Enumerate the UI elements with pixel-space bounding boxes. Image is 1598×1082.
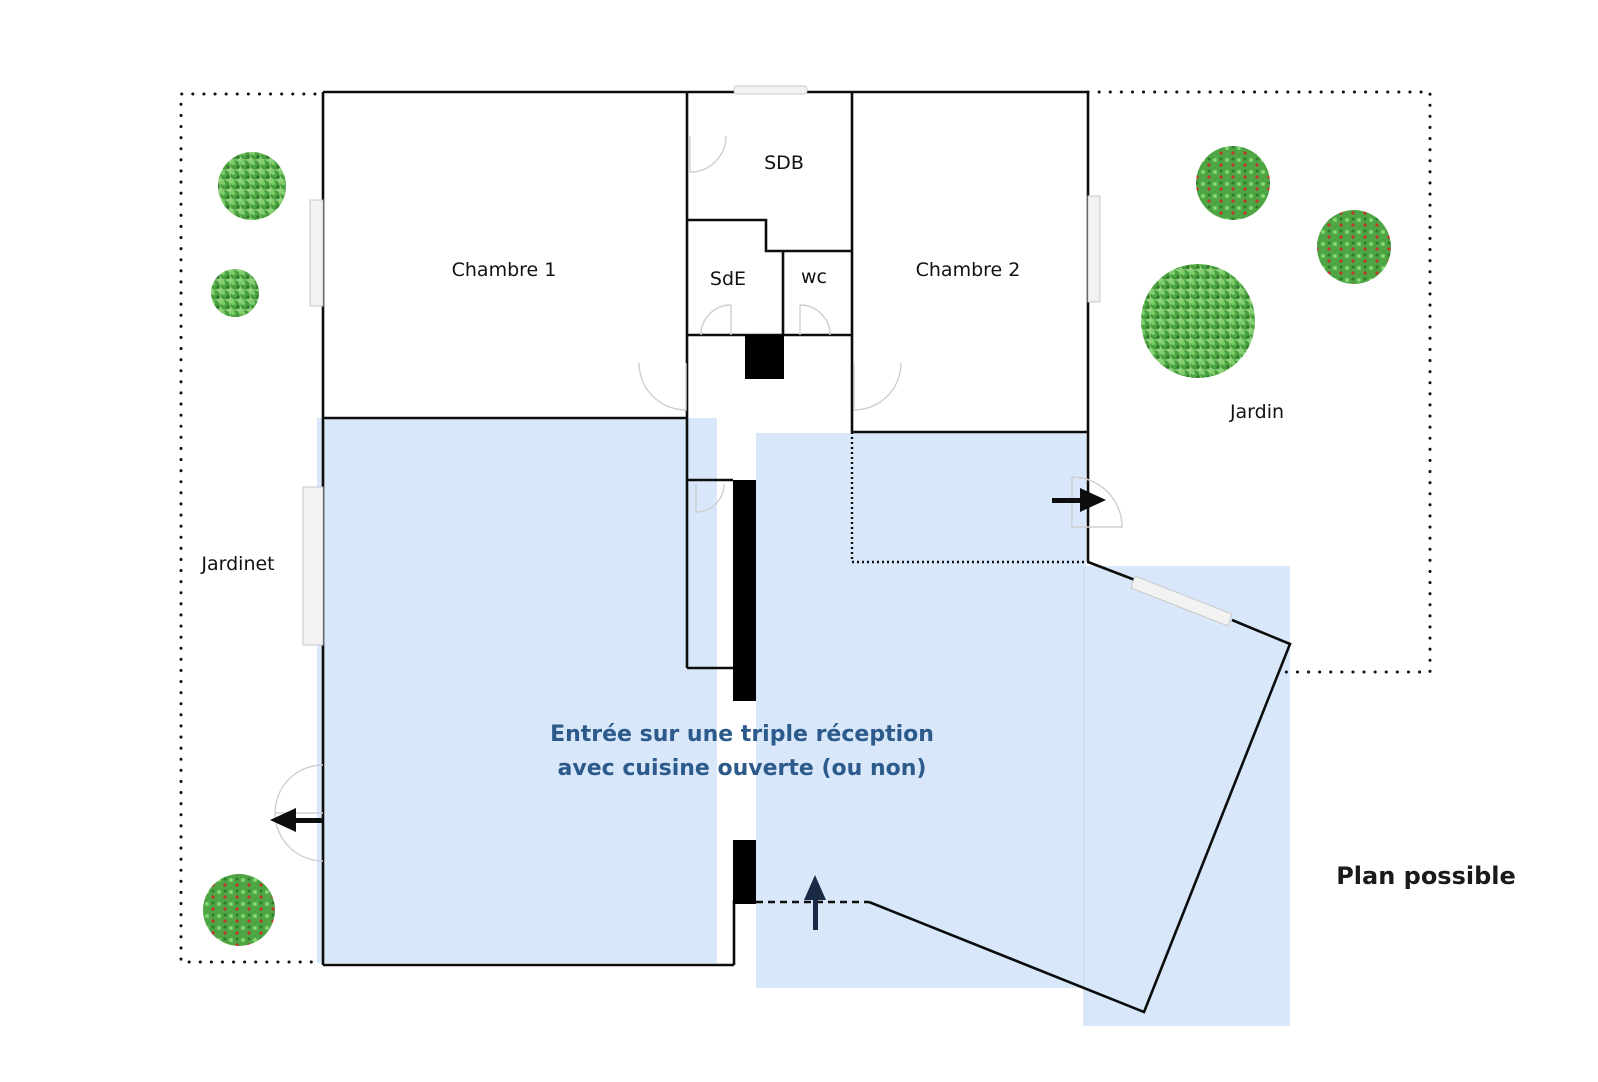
window-icon <box>1130 575 1233 627</box>
label-jardinet: Jardinet <box>200 553 274 575</box>
door-icon <box>689 135 727 173</box>
window-icon <box>302 486 324 646</box>
door-icon <box>700 304 732 336</box>
highlight-center <box>756 433 1086 988</box>
door-icon <box>638 362 687 411</box>
garden-boundary <box>179 90 1432 964</box>
reception-line2: avec cuisine ouverte (ou non) <box>558 756 927 781</box>
highlight-right <box>1084 566 1290 1026</box>
label-wc: wc <box>801 266 827 288</box>
label-chambre2: Chambre 2 <box>916 259 1021 281</box>
door-icon <box>1071 476 1123 528</box>
window-icon <box>309 199 324 307</box>
door-icon <box>853 362 902 411</box>
highlight-left <box>317 418 717 963</box>
solid-walls <box>733 335 784 904</box>
label-chambre1: Chambre 1 <box>452 259 557 281</box>
arrow-icon <box>1052 488 1106 512</box>
tree-icon <box>203 874 275 946</box>
window-icon <box>1087 195 1101 303</box>
arrow-icon <box>804 875 826 930</box>
label-sdb: SDB <box>764 152 804 174</box>
windows <box>302 85 1233 646</box>
arrow-icon <box>270 808 324 832</box>
door-icon <box>695 483 725 513</box>
arrows <box>270 488 1106 930</box>
opening-dotted <box>850 432 1088 564</box>
plan-title: Plan possible <box>1336 862 1516 890</box>
label-jardin: Jardin <box>1229 401 1284 423</box>
tree-icon <box>1196 146 1270 220</box>
trees <box>203 146 1391 946</box>
doors <box>274 135 1123 862</box>
window-icon <box>733 85 808 95</box>
tree-icon <box>211 269 259 317</box>
tree-icon <box>1317 210 1391 284</box>
door-icon <box>799 304 831 336</box>
label-sde: SdE <box>710 268 746 290</box>
reception-line1: Entrée sur une triple réception <box>550 722 934 747</box>
tree-icon <box>218 152 286 220</box>
tree-icon <box>1141 264 1255 378</box>
reception-highlight <box>317 418 1290 1026</box>
